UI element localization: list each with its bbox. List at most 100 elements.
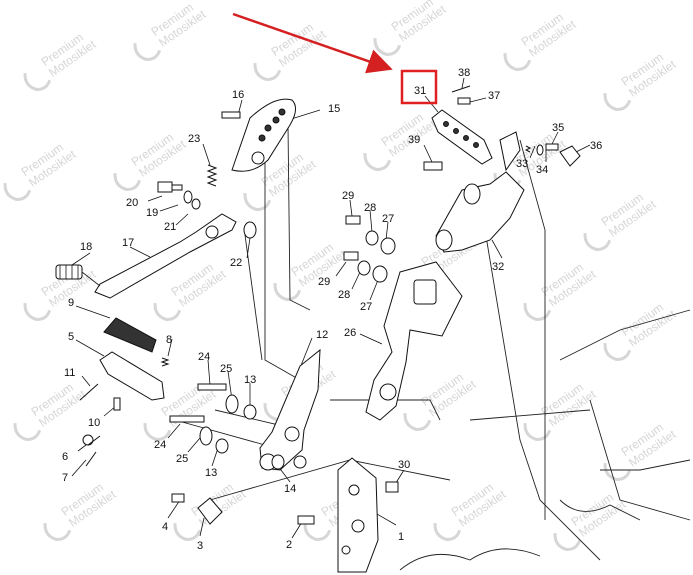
cover-3 [197,497,223,525]
collar-28-lower [357,260,371,276]
label-part-14: 14 [284,483,296,495]
collar-28-upper [365,230,379,246]
label-part-6: 6 [62,451,68,463]
label-part-28-upper: 28 [364,202,376,214]
pin-11 [79,383,99,401]
label-part-18: 18 [80,241,92,253]
footrest-rubber [103,317,157,353]
spring-8 [160,357,170,367]
highlight-box-part-31 [400,69,438,105]
brake-pedal [94,213,237,299]
label-part-10: 10 [88,417,100,429]
bush-13-lower [215,438,229,454]
label-part-24-upper: 24 [198,351,210,363]
watermark-logo-icon [173,523,202,541]
bolt-24-upper [197,383,227,391]
label-part-32: 32 [492,261,504,273]
red-arrow-icon [232,12,393,74]
label-part-4: 4 [162,521,168,533]
label-part-28-lower: 28 [338,289,350,301]
collar-25-lower [199,426,213,446]
label-part-7: 7 [62,472,68,484]
watermark-logo-icon [523,303,552,321]
label-part-21: 21 [164,221,176,233]
label-part-13-lower: 13 [205,467,217,479]
label-part-27-upper: 27 [382,213,394,225]
watermark-logo-icon [133,43,162,61]
front-footrest [99,351,165,401]
washer-22 [243,221,257,239]
footrest-bracket [259,348,321,471]
label-part-27-lower: 27 [360,301,372,313]
cotter-pin-7 [85,451,97,467]
label-part-15: 15 [328,103,340,115]
watermark-logo-icon [243,193,272,211]
label-part-23: 23 [188,133,200,145]
collar-25-upper [225,394,239,414]
bolt-20 [157,181,173,193]
pin-37 [457,97,471,105]
label-part-13-upper: 13 [244,374,256,386]
bolt-24-lower [169,415,205,423]
label-part-33: 33 [516,158,528,170]
watermark-logo-icon [3,183,32,201]
label-part-16: 16 [232,89,244,101]
label-part-12: 12 [316,329,328,341]
passenger-footrest [431,109,493,165]
label-part-36: 36 [590,140,602,152]
label-part-9: 9 [68,297,74,309]
passenger-footrest-bracket [365,261,463,421]
label-part-22: 22 [230,257,242,269]
watermark-logo-icon [143,423,172,441]
return-spring [206,164,218,187]
label-part-11: 11 [64,367,75,379]
label-part-20: 20 [126,197,138,209]
assembly-lines [174,124,691,571]
label-part-24-lower: 24 [154,439,166,451]
watermark-logo-icon [603,343,632,361]
watermark-logo-icon [403,413,432,431]
watermark-logo-icon [43,523,72,541]
label-part-37: 37 [488,90,500,102]
bolt-29-upper [345,215,361,225]
watermark-logo-icon [553,533,582,551]
watermark-logo-icon [153,303,182,321]
watermark-logo-icon [303,523,332,541]
plunger-35 [545,143,559,151]
label-part-39: 39 [408,134,420,146]
part-shapes [55,85,581,573]
label-part-35: 35 [552,122,564,134]
label-part-25-lower: 25 [176,453,188,465]
label-part-38: 38 [458,67,470,79]
pin-6 [82,434,94,446]
label-part-34: 34 [536,164,548,176]
watermark-logo-icon [13,423,42,441]
bolt-2 [297,515,315,525]
label-part-26: 26 [344,327,356,339]
watermark-logo-icon [23,73,52,91]
pin-38 [451,85,471,93]
watermark-logo-icon [113,173,142,191]
watermark-logo-icon [583,233,612,251]
watermark-logo-icon [23,303,52,321]
label-part-1: 1 [398,531,404,543]
label-part-29-lower: 29 [318,276,330,288]
label-part-3: 3 [197,540,203,552]
watermark-logo-icon [503,53,532,71]
bolt-39 [423,161,443,171]
bolt-10 [113,397,121,411]
ball-34 [536,144,544,156]
watermark-logo-icon [433,523,462,541]
